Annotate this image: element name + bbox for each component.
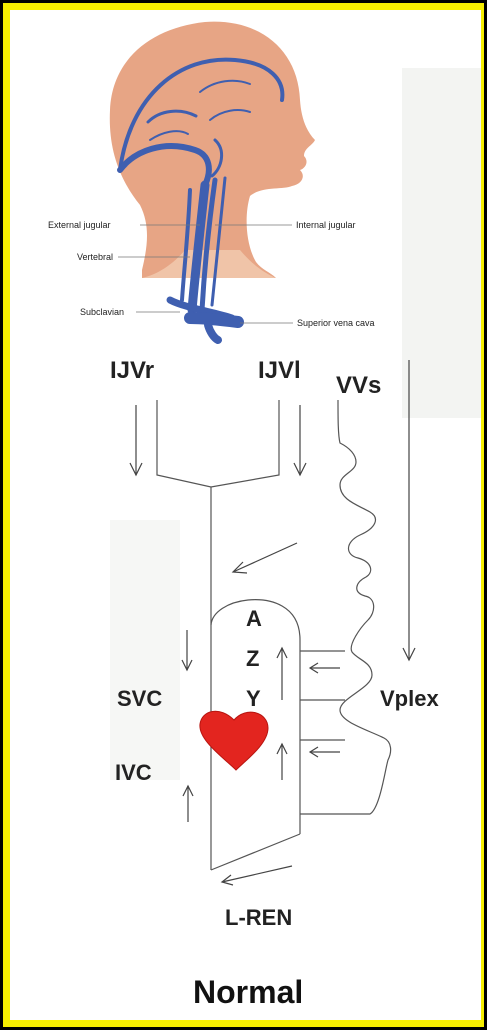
l-ren-label: L-REN <box>225 905 292 930</box>
ijvr-label: IJVr <box>110 357 154 384</box>
arrow-down-ijvl <box>294 405 306 475</box>
plexus-arrows <box>310 663 340 757</box>
arrow-up-azygos-lower <box>277 744 287 780</box>
diagram-panel: External jugular Internal jugular Verteb… <box>10 10 481 1020</box>
ivc-label: IVC <box>115 760 152 785</box>
external-jugular-label: External jugular <box>48 220 111 230</box>
azygos-letter-z: Z <box>246 646 259 671</box>
caption-normal: Normal <box>193 974 303 1010</box>
heart-icon <box>200 711 268 770</box>
plexus-connections <box>300 651 345 740</box>
svc-arrow-down <box>182 630 192 670</box>
svc-label: SVC <box>117 686 162 711</box>
brachiocephalic-vein <box>208 325 218 340</box>
background-shade <box>402 68 481 418</box>
background-shade <box>110 520 180 780</box>
ivc-arrow-up <box>183 786 193 822</box>
renal-link-line <box>211 834 300 870</box>
internal-jugular-label: Internal jugular <box>296 220 356 230</box>
arrow-down-ijvr <box>130 405 142 475</box>
arrow-left-plexus-upper <box>310 663 340 673</box>
superior-vena-cava-vein <box>190 318 238 322</box>
arrow-left-plexus-lower <box>310 747 340 757</box>
vvs-label: VVs <box>336 372 381 399</box>
vertebral-label: Vertebral <box>77 252 113 262</box>
azygos-arrows <box>277 648 287 780</box>
subclavian-label: Subclavian <box>80 307 124 317</box>
jugular-bracket <box>157 400 279 487</box>
arrow-up-azygos-upper <box>277 648 287 700</box>
azygos-letter-y: Y <box>246 686 261 711</box>
azygos-letter-a: A <box>246 606 262 631</box>
renal-arrow <box>211 834 300 885</box>
superior-vena-cava-label: Superior vena cava <box>297 318 375 328</box>
ijvl-label: IJVl <box>258 357 301 384</box>
vplex-label: Vplex <box>380 686 439 711</box>
venous-drainage-diagram: External jugular Internal jugular Verteb… <box>10 10 481 1020</box>
arrow-to-svc <box>233 543 297 573</box>
